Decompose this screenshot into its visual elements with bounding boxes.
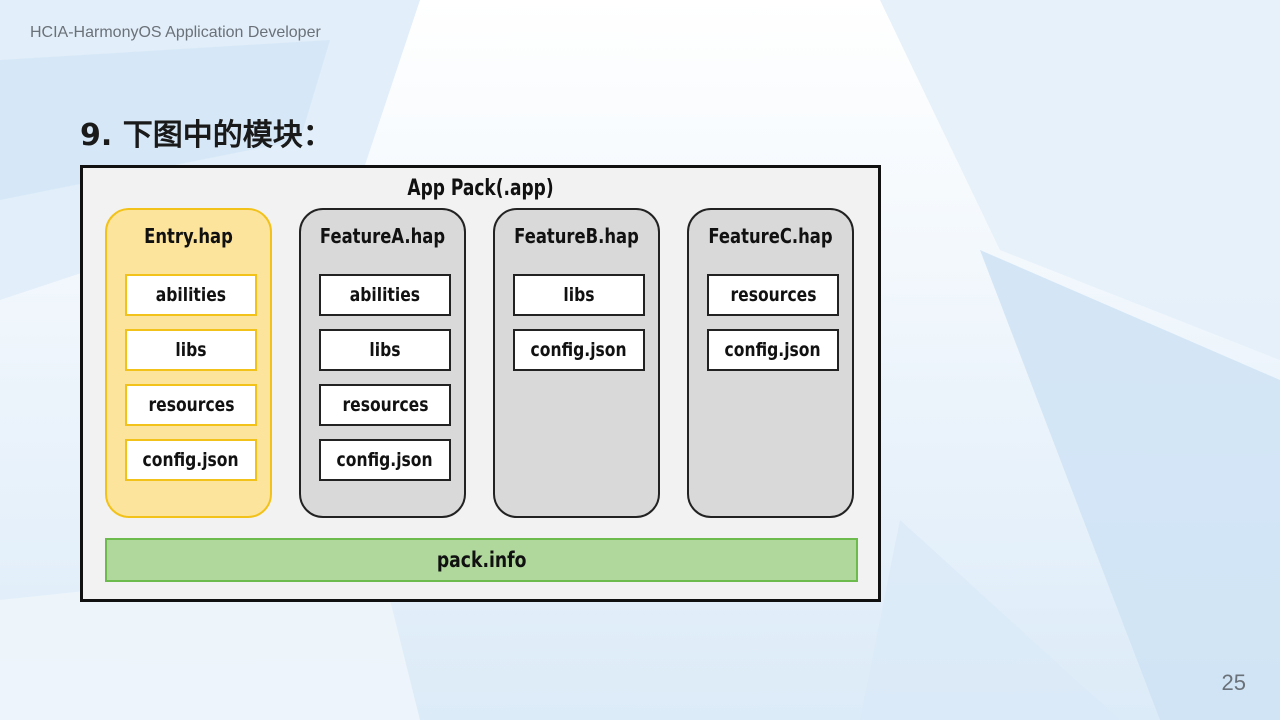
module-featurec-hap: FeatureC.hap resources config.json [687, 208, 854, 518]
module-item: config.json [319, 439, 451, 481]
module-entry-hap: Entry.hap abilities libs resources confi… [105, 208, 272, 518]
module-title: FeatureA.hap [319, 224, 446, 248]
module-item: libs [513, 274, 645, 316]
app-pack-container: App Pack(.app) Entry.hap abilities libs … [80, 165, 881, 602]
module-item: resources [319, 384, 451, 426]
module-item: resources [707, 274, 839, 316]
module-item: config.json [707, 329, 839, 371]
module-item: abilities [319, 274, 451, 316]
module-item: libs [319, 329, 451, 371]
module-item: resources [125, 384, 257, 426]
module-item: abilities [125, 274, 257, 316]
app-pack-title: App Pack(.app) [407, 176, 554, 201]
module-featureb-hap: FeatureB.hap libs config.json [493, 208, 660, 518]
module-title: Entry.hap [144, 224, 233, 248]
module-title: FeatureC.hap [708, 224, 833, 248]
module-item: libs [125, 329, 257, 371]
module-featurea-hap: FeatureA.hap abilities libs resources co… [299, 208, 466, 518]
module-title: FeatureB.hap [514, 224, 639, 248]
question-title: 9. 下图中的模块： [80, 118, 333, 153]
module-item: config.json [513, 329, 645, 371]
slide-header: HCIA-HarmonyOS Application Developer [30, 24, 321, 41]
pack-info-bar: pack.info [105, 538, 858, 582]
page-number: 25 [1221, 670, 1246, 695]
module-item: config.json [125, 439, 257, 481]
